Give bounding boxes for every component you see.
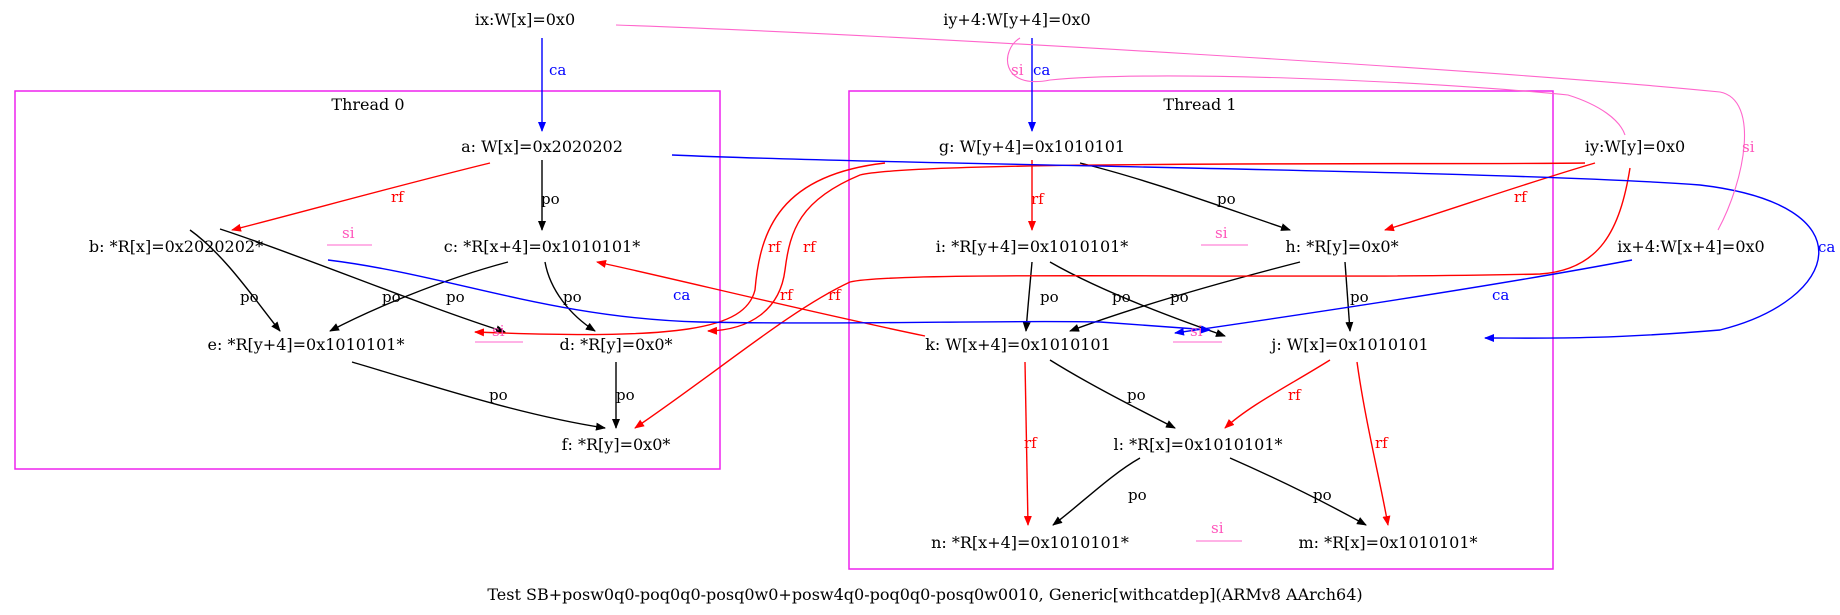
node-i: i: *R[y+4]=0x1010101* bbox=[936, 237, 1129, 256]
label-po-l-m: po bbox=[1313, 486, 1332, 504]
label-si-b: si bbox=[342, 224, 355, 242]
thread0-cluster bbox=[14, 90, 721, 470]
edge-e-f bbox=[351, 361, 606, 431]
edge-b-e bbox=[189, 229, 281, 332]
ca-edges bbox=[327, 38, 1820, 343]
label-rf-a-b: rf bbox=[391, 188, 405, 206]
edge-b-d bbox=[219, 228, 506, 334]
node-m: m: *R[x]=0x1010101* bbox=[1298, 533, 1477, 552]
node-d: d: *R[y]=0x0* bbox=[559, 335, 672, 354]
label-rf-g-e: rf bbox=[768, 238, 782, 256]
edge-j-m bbox=[1356, 361, 1391, 526]
label-rf-iy-d: rf bbox=[803, 238, 817, 256]
nodes: ix:W[x]=0x0 iy+4:W[y+4]=0x0 iy:W[y]=0x0 … bbox=[89, 10, 1765, 552]
node-j: j: W[x]=0x1010101 bbox=[1269, 335, 1428, 354]
edge-i-k bbox=[1022, 261, 1033, 332]
edge-c-e bbox=[329, 261, 509, 332]
edge-j-l bbox=[1224, 359, 1331, 429]
rf-edges bbox=[231, 160, 1631, 526]
node-iy4: iy+4:W[y+4]=0x0 bbox=[943, 10, 1090, 29]
label-po-g-h: po bbox=[1217, 190, 1236, 208]
label-rf-j-l: rf bbox=[1288, 386, 1302, 404]
node-c: c: *R[x+4]=0x1010101* bbox=[444, 237, 640, 256]
label-po-k-l: po bbox=[1127, 386, 1146, 404]
label-po-d-f: po bbox=[616, 386, 635, 404]
label-ca-right: ca bbox=[1818, 238, 1835, 256]
edge-labels: ca ca si si ca po rf si po po po po ca s… bbox=[240, 61, 1835, 537]
thread1-cluster bbox=[848, 90, 1554, 570]
edge-i-j bbox=[1049, 261, 1226, 337]
label-po-h-j: po bbox=[1350, 288, 1369, 306]
node-ix: ix:W[x]=0x0 bbox=[475, 10, 575, 29]
node-g: g: W[y+4]=0x1010101 bbox=[939, 137, 1125, 156]
label-ca-b: ca bbox=[673, 286, 690, 304]
edge-ix-ix4 bbox=[615, 24, 1746, 231]
node-f: f: *R[y]=0x0* bbox=[562, 435, 671, 454]
edge-b-si bbox=[327, 259, 1211, 334]
edge-iy-f bbox=[634, 167, 1631, 429]
edge-g-h bbox=[1079, 162, 1291, 231]
node-ix4: ix+4:W[x+4]=0x0 bbox=[1617, 237, 1764, 256]
label-po-i-k: po bbox=[1040, 288, 1059, 306]
label-rf-iy-h: rf bbox=[1514, 188, 1528, 206]
node-n: n: *R[x+4]=0x1010101* bbox=[931, 533, 1129, 552]
label-ca-iy4-g: ca bbox=[1033, 61, 1050, 79]
label-si-j: si bbox=[1190, 322, 1203, 340]
diagram-caption: Test SB+posw0q0-poq0q0-posq0w0+posw4q0-p… bbox=[487, 585, 1362, 604]
node-b: b: *R[x]=0x2020202* bbox=[89, 237, 263, 256]
label-si-d: si bbox=[492, 322, 505, 340]
label-si-ix4: si bbox=[1742, 138, 1755, 156]
edge-iy4-iy bbox=[1007, 37, 1626, 136]
edge-l-n bbox=[1052, 457, 1141, 526]
si-edges bbox=[327, 24, 1746, 542]
thread0-label: Thread 0 bbox=[331, 95, 404, 114]
label-rf-k-n: rf bbox=[1024, 434, 1038, 452]
label-po-c-d: po bbox=[563, 288, 582, 306]
edge-iy-h bbox=[1384, 162, 1596, 232]
node-h: h: *R[y]=0x0* bbox=[1285, 237, 1398, 256]
label-rf-g-i: rf bbox=[1031, 190, 1045, 208]
edge-h-jnode bbox=[1344, 261, 1354, 332]
edge-l-m bbox=[1229, 457, 1367, 526]
thread1-label: Thread 1 bbox=[1163, 95, 1236, 114]
edge-k-c bbox=[596, 259, 926, 337]
edge-g-e bbox=[474, 162, 886, 337]
label-po-h-k: po bbox=[1112, 288, 1131, 306]
label-rf-k-c: rf bbox=[780, 286, 794, 304]
node-e: e: *R[y+4]=0x1010101* bbox=[208, 335, 405, 354]
label-si-lm: si bbox=[1211, 519, 1224, 537]
label-si-h: si bbox=[1215, 224, 1228, 242]
edge-c-d bbox=[544, 261, 596, 332]
edge-iy-d bbox=[707, 162, 1586, 335]
label-ca-ix4: ca bbox=[1492, 286, 1509, 304]
label-rf-j-m: rf bbox=[1375, 434, 1389, 452]
label-rf-iy-f: rf bbox=[828, 286, 842, 304]
edge-k-l bbox=[1049, 359, 1176, 429]
label-po-l-n: po bbox=[1128, 486, 1147, 504]
label-po-e-f: po bbox=[489, 386, 508, 404]
node-iy: iy:W[y]=0x0 bbox=[1585, 137, 1685, 156]
node-l: l: *R[x]=0x1010101* bbox=[1113, 435, 1282, 454]
label-si-iy4: si bbox=[1011, 61, 1024, 79]
edge-a-b bbox=[231, 162, 491, 232]
label-po-a-c: po bbox=[541, 190, 560, 208]
label-po-i-j: po bbox=[1170, 288, 1189, 306]
label-po-c-e: po bbox=[446, 288, 465, 306]
label-ca-ix-a: ca bbox=[549, 61, 566, 79]
edge-ix4-k bbox=[1174, 259, 1633, 336]
node-k: k: W[x+4]=0x1010101 bbox=[925, 335, 1111, 354]
label-po-b-e: po bbox=[240, 288, 259, 306]
edge-k-n bbox=[1023, 361, 1032, 526]
node-a: a: W[x]=0x2020202 bbox=[461, 137, 623, 156]
label-po-b-d: po bbox=[382, 288, 401, 306]
